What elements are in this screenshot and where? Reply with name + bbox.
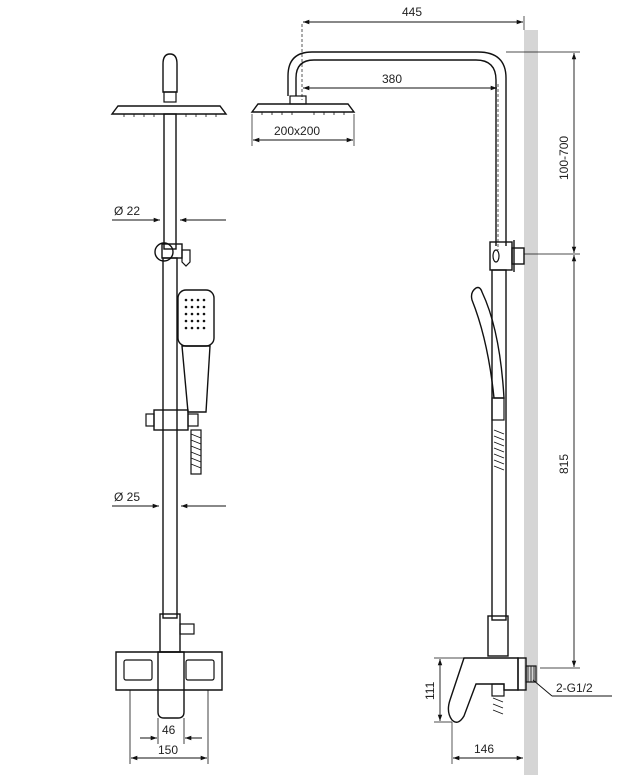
dim-mixer-width: 150 [158,743,178,757]
slider-holder [153,409,189,431]
top-connector [163,91,177,103]
front-view: Ø 22 Ø 25 46 150 [110,53,228,764]
mixer-side [447,657,519,723]
upper-pipe [163,113,177,250]
dim-mixer-height: 111 [423,681,437,700]
hand-shower-nozzles [184,298,206,330]
dim-height-adjust: 100-700 [557,136,571,180]
wall [524,30,538,775]
side-view: 445 380 200x200 100-700 815 111 2-G1/2 [250,5,612,764]
mixer-body [115,651,223,691]
dim-top-width: 445 [402,5,422,19]
rain-head-front [110,105,228,115]
dim-arm-length: 380 [382,72,402,86]
shower-arm [295,59,497,246]
lower-pipe [162,257,178,619]
hand-shower-head [177,289,215,347]
dim-pipe-lower-dia: Ø 25 [114,490,140,504]
hand-shower-side [470,286,505,399]
mixer-spout [157,651,185,719]
top-hook [162,53,178,93]
dim-spout-width: 46 [162,723,176,737]
dim-pipe-upper-dia: Ø 22 [114,204,140,218]
dim-connection: 2-G1/2 [556,681,593,695]
hand-shower-handle [181,345,211,413]
side-lower-pipe [491,269,507,621]
rain-head-side [250,103,356,113]
diverter [159,613,181,653]
height-adjust-knob [154,242,174,262]
dim-rail-height: 815 [557,454,571,474]
dim-head-size: 200x200 [274,124,320,138]
dim-wall-offset: 146 [474,742,494,756]
